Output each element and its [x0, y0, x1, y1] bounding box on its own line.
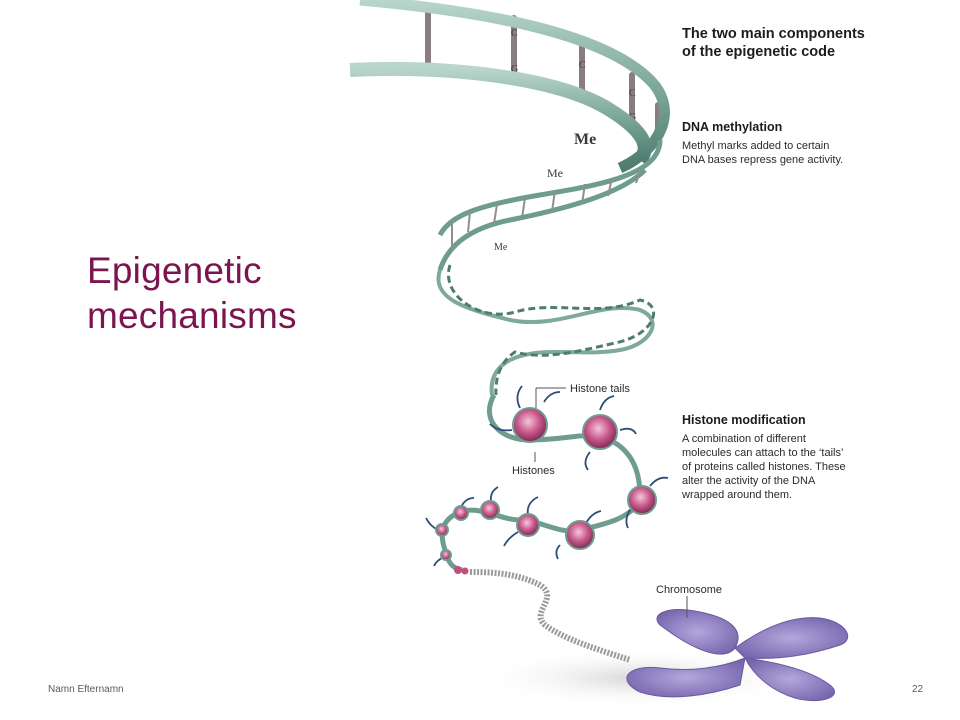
svg-text:C: C	[579, 60, 586, 71]
dna-ladder-bottom-rail	[437, 168, 647, 271]
dna-helix-strand-a	[436, 269, 655, 396]
compacted-chromatin	[454, 566, 631, 663]
dna-ladder-top-rail	[437, 139, 663, 237]
slide-title: Epigenetic mechanisms	[87, 248, 297, 338]
histone-line2: molecules can attach to the ‘tails’	[682, 447, 843, 459]
methylation-line1: Methyl marks added to certain	[682, 140, 829, 152]
figure-heading-line1: The two main components	[682, 26, 865, 42]
footer-author: Namn Efternamn	[48, 684, 124, 695]
slide-title-line2: mechanisms	[87, 295, 297, 336]
methyl-mark-small: Me	[494, 242, 508, 253]
methylation-line2: DNA bases repress gene activity.	[682, 154, 843, 166]
pointer-lines	[534, 387, 688, 618]
histone-line3: of proteins called histones. These	[682, 461, 846, 473]
svg-text:G: G	[511, 64, 518, 75]
svg-text:G: G	[629, 112, 636, 123]
histone-line1: A combination of different	[682, 433, 806, 445]
methylation-heading: DNA methylation	[682, 120, 782, 134]
dna-helix-strand-b	[446, 264, 656, 396]
dna-rungs-medium	[451, 171, 641, 248]
dna-backbone-upper	[359, 0, 670, 174]
figure-heading-line2: of the epigenetic code	[682, 44, 835, 60]
histones-label: Histones	[512, 465, 555, 477]
page-number: 22	[912, 684, 924, 695]
svg-text:C: C	[629, 88, 636, 99]
methyl-mark-medium: Me	[547, 166, 563, 180]
histone-modification-heading: Histone modification	[682, 413, 806, 427]
chromosome-label: Chromosome	[656, 584, 722, 596]
svg-text:C: C	[511, 28, 518, 39]
slide-title-line1: Epigenetic	[87, 250, 262, 291]
histone-line5: wrapped around them.	[681, 489, 792, 501]
histone-spools	[435, 407, 657, 561]
dna-backbone-lower	[349, 61, 652, 165]
histone-line4: alter the activity of the DNA	[682, 475, 816, 487]
histone-tails-label: Histone tails	[570, 383, 630, 395]
methyl-mark-large: Me	[574, 131, 596, 148]
chromosome	[626, 609, 849, 702]
